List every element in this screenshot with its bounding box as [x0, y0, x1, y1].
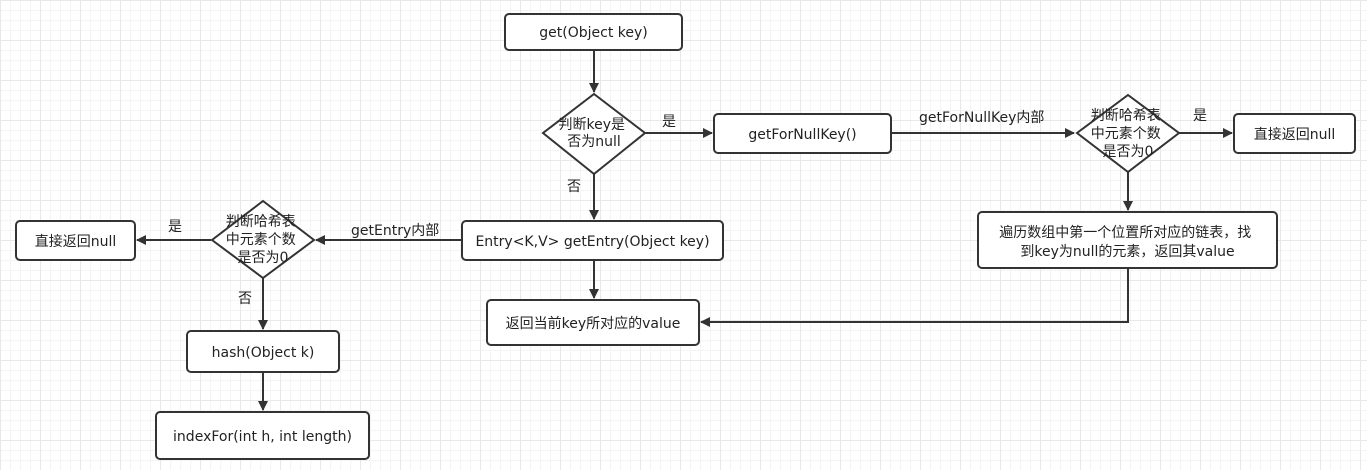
node-get[interactable]: get(Object key)	[504, 13, 683, 51]
node-return-value[interactable]: 返回当前key所对应的value	[486, 299, 700, 346]
label-no-null-key: 否	[567, 179, 581, 195]
node-is-null-key-label: 判断key是 否为null	[559, 117, 630, 150]
node-return-value-label: 返回当前key所对应的value	[506, 315, 681, 332]
label-no-size-left: 否	[238, 291, 252, 307]
label-yes-size-left: 是	[168, 219, 182, 235]
node-check-size-right[interactable]: 判断哈希表 中元素个数 是否为0	[1075, 93, 1181, 174]
node-get-for-null-key[interactable]: getForNullKey()	[713, 113, 892, 154]
node-is-null-key[interactable]: 判断key是 否为null	[541, 92, 647, 176]
node-get-entry-label: Entry<K,V> getEntry(Object key)	[475, 234, 709, 250]
node-iterate-first-bucket-label: 遍历数组中第一个位置所对应的链表，找 到key为null的元素，返回其value	[999, 224, 1255, 260]
node-get-label: get(Object key)	[539, 25, 647, 41]
edge-labels: 是 否 getForNullKey内部 是 getEntry内部 是 否	[168, 108, 1207, 307]
edges	[136, 50, 1233, 411]
label-getfornullkey-inner: getForNullKey内部	[919, 110, 1044, 126]
node-hash-label: hash(Object k)	[212, 345, 315, 361]
node-check-size-right-label: 判断哈希表 中元素个数 是否为0	[1091, 108, 1165, 160]
node-return-null-left[interactable]: 直接返回null	[15, 220, 136, 261]
node-return-null-right-label: 直接返回null	[1254, 126, 1336, 143]
node-index-for-label: indexFor(int h, int length)	[173, 429, 352, 445]
node-return-null-left-label: 直接返回null	[35, 233, 117, 250]
edge-iterate-to-return-value	[700, 268, 1129, 327]
label-yes-size-right: 是	[1193, 108, 1207, 124]
node-get-entry[interactable]: Entry<K,V> getEntry(Object key)	[461, 220, 724, 261]
label-yes-null-key: 是	[662, 114, 676, 130]
node-return-null-right[interactable]: 直接返回null	[1233, 113, 1356, 154]
node-check-size-left[interactable]: 判断哈希表 中元素个数 是否为0	[210, 199, 316, 280]
label-getentry-inner: getEntry内部	[351, 223, 439, 239]
node-check-size-left-label: 判断哈希表 中元素个数 是否为0	[226, 214, 300, 266]
node-get-for-null-key-label: getForNullKey()	[748, 127, 856, 143]
node-index-for[interactable]: indexFor(int h, int length)	[155, 411, 370, 460]
node-hash[interactable]: hash(Object k)	[186, 330, 340, 373]
node-iterate-first-bucket[interactable]: 遍历数组中第一个位置所对应的链表，找 到key为null的元素，返回其value	[977, 211, 1278, 269]
